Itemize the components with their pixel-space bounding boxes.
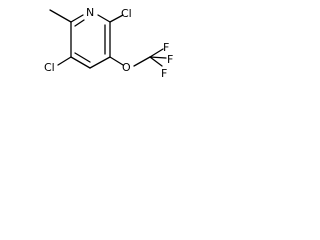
- atom-labels: N Cl Cl O F F F: [44, 6, 173, 80]
- atom-label-cl-upper: Cl: [121, 7, 132, 20]
- bond-c-f-bottom: [149, 56, 163, 67]
- bond-n-c2: [97, 14, 111, 23]
- bond-o-cf3: [133, 56, 151, 67]
- atom-label-f-right: F: [167, 53, 173, 66]
- structure-diagram: N Cl Cl O F F F: [44, 6, 173, 80]
- bond-c6-methyl: [49, 9, 72, 23]
- atom-label-n: N: [86, 6, 94, 19]
- atom-label-f-bottom: F: [161, 67, 167, 80]
- ring-bonds: [70, 14, 111, 69]
- atom-label-o: O: [122, 61, 131, 74]
- bond-n-c6-inner: [74, 19, 85, 27]
- bond-c5-c4-inner: [74, 52, 91, 63]
- atom-label-cl-lower: Cl: [44, 61, 55, 74]
- bond-c5-c4: [70, 56, 91, 69]
- bond-c5-cl: [57, 56, 72, 66]
- atom-label-f-top: F: [163, 41, 169, 54]
- substituent-bonds: [49, 9, 167, 67]
- bond-c-f-right: [149, 56, 167, 59]
- bond-c2-cl: [109, 14, 124, 23]
- bond-c4-c3: [89, 56, 111, 69]
- bond-c-f-top: [149, 48, 164, 58]
- bond-n-c6: [70, 14, 84, 23]
- bond-c3-o: [109, 56, 124, 66]
